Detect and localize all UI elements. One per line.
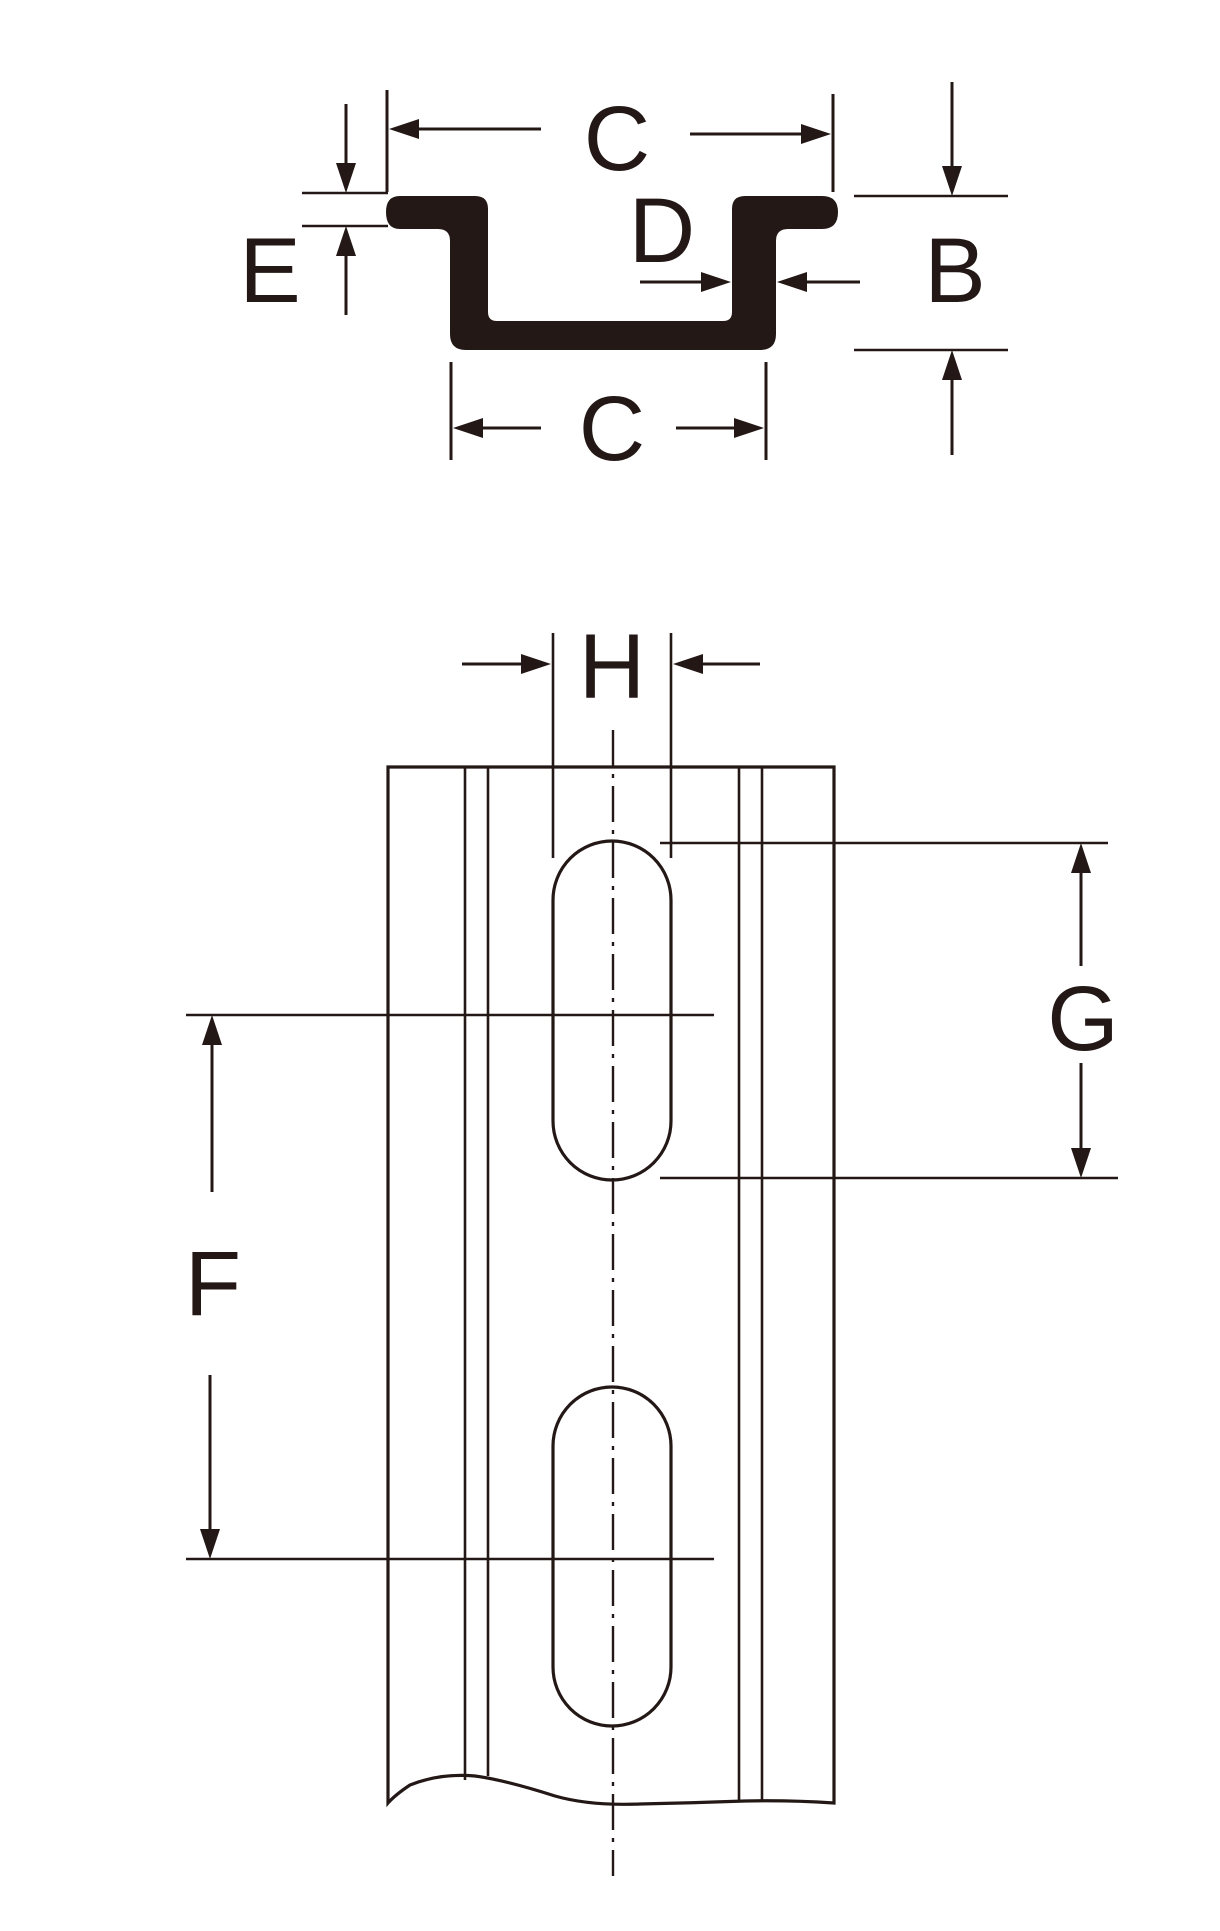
rail-profile-section [386, 196, 838, 350]
label-d: D [629, 180, 695, 282]
dimension-h [462, 633, 760, 858]
dimension-b [854, 82, 1008, 455]
rail-outline [386, 765, 836, 1808]
dimension-f [186, 1013, 714, 1561]
front-view: H G F [185, 616, 1119, 1876]
dimension-c-bottom [449, 362, 768, 460]
label-e: E [239, 220, 300, 322]
slot-hole-bottom [551, 1385, 673, 1728]
dimension-d [640, 272, 860, 292]
flange-fold-lines [463, 768, 764, 1802]
label-f: F [185, 1233, 241, 1335]
slot-hole-top [551, 839, 673, 1182]
label-b: B [924, 220, 985, 322]
label-g: G [1047, 968, 1119, 1070]
label-c-bottom: C [579, 378, 645, 480]
label-c-top: C [584, 88, 650, 190]
dimension-c-top [385, 90, 835, 192]
dimension-e [302, 104, 388, 315]
dimension-g [660, 841, 1118, 1180]
cross-section-view: C C D [239, 82, 1008, 480]
label-h: H [579, 616, 645, 718]
